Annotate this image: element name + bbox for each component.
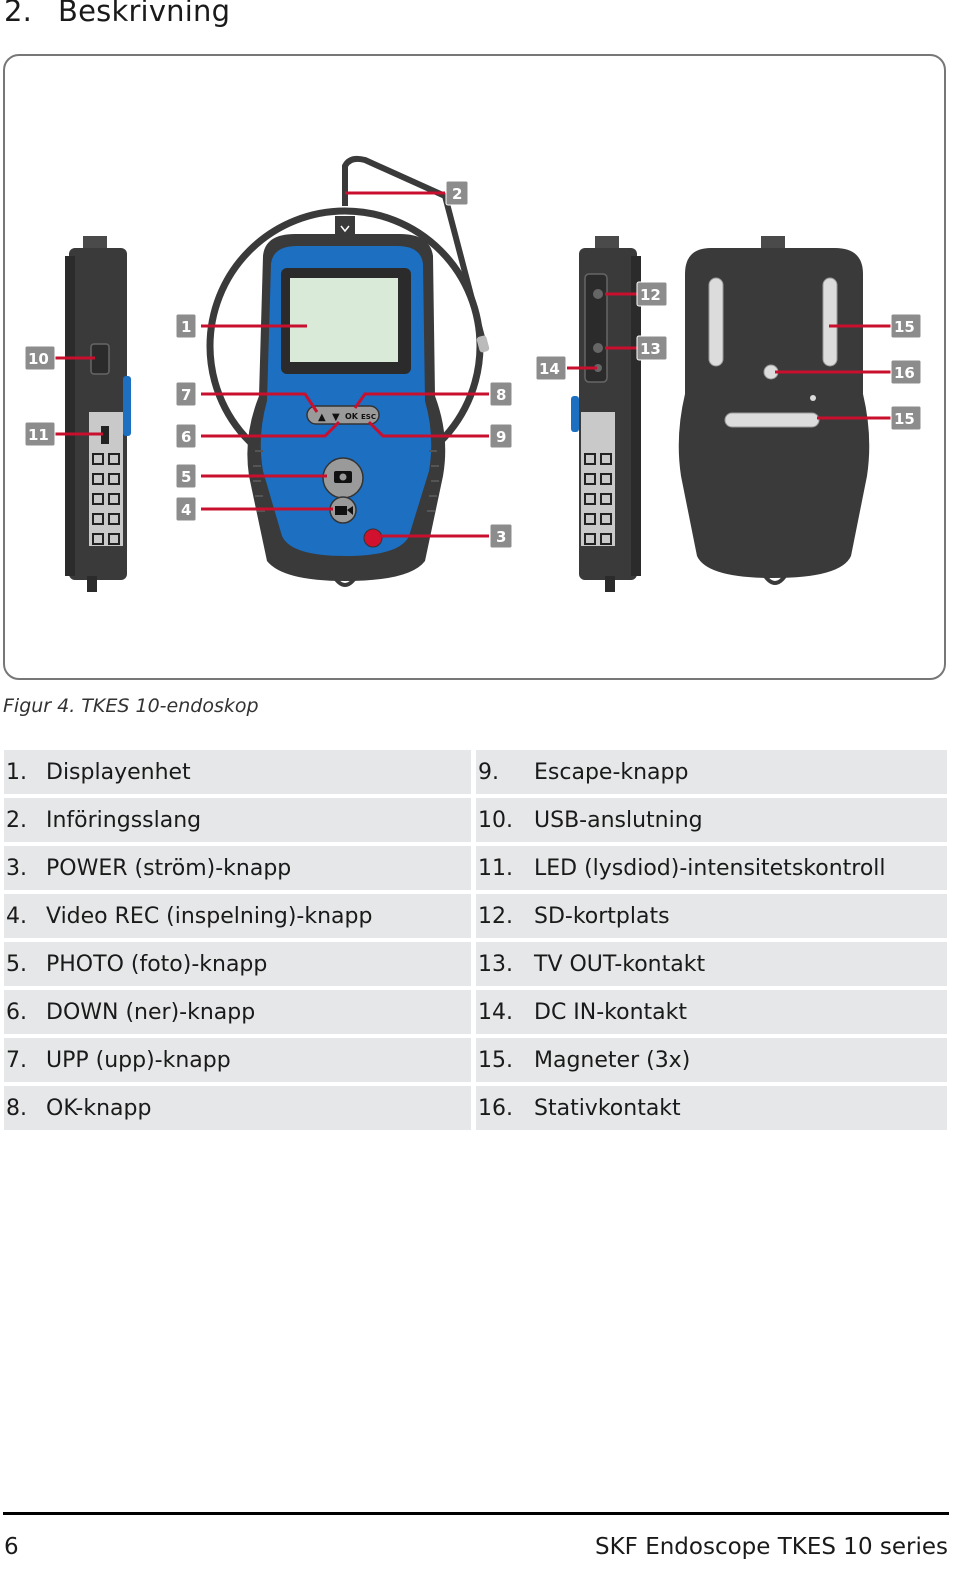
legend-text: UPP (upp)-knapp bbox=[46, 1048, 231, 1073]
legend-number: 16. bbox=[478, 1096, 513, 1121]
legend-row: 12. SD-kortplats bbox=[476, 894, 947, 938]
footer-divider bbox=[3, 1512, 949, 1515]
callout-6: 6 bbox=[181, 428, 191, 446]
figure-frame: ▲ ▼ OK ESC bbox=[3, 54, 946, 680]
callout-8: 8 bbox=[496, 386, 506, 404]
legend-text: OK-knapp bbox=[46, 1096, 152, 1121]
down-button-glyph: ▼ bbox=[332, 412, 340, 423]
legend-text: SD-kortplats bbox=[534, 904, 670, 929]
page-number: 6 bbox=[4, 1534, 19, 1560]
legend-number: 14. bbox=[478, 1000, 513, 1025]
legend-text: LED (lysdiod)-intensitetskontroll bbox=[534, 856, 886, 881]
legend-row: 8. OK-knapp bbox=[4, 1086, 471, 1130]
legend-row: 2. Införingsslang bbox=[4, 798, 471, 842]
device-right-side-view bbox=[571, 236, 641, 592]
legend-text: Video REC (inspelning)-knapp bbox=[46, 904, 373, 929]
legend-row: 3. POWER (ström)-knapp bbox=[4, 846, 471, 890]
callout-13: 13 bbox=[640, 340, 661, 358]
device-front-view: ▲ ▼ OK ESC bbox=[206, 155, 490, 587]
legend-row: 14. DC IN-kontakt bbox=[476, 990, 947, 1034]
legend-number: 12. bbox=[478, 904, 513, 929]
legend-text: Införingsslang bbox=[46, 808, 202, 833]
legend-row: 10. USB-anslutning bbox=[476, 798, 947, 842]
legend-row: 9. Escape-knapp bbox=[476, 750, 947, 794]
legend-number: 5. bbox=[6, 952, 27, 977]
section-title: Beskrivning bbox=[58, 0, 231, 28]
callout-5: 5 bbox=[181, 468, 191, 486]
callout-11: 11 bbox=[28, 426, 49, 444]
callout-1: 1 bbox=[181, 318, 191, 336]
legend-text: Displayenhet bbox=[46, 760, 191, 785]
callout-2: 2 bbox=[452, 185, 462, 203]
section-heading: 2. Beskrivning bbox=[4, 0, 230, 28]
callout-3: 3 bbox=[496, 528, 506, 546]
section-number: 2. bbox=[4, 0, 33, 28]
callout-7: 7 bbox=[181, 386, 191, 404]
legend-text: Stativkontakt bbox=[534, 1096, 681, 1121]
legend-number: 7. bbox=[6, 1048, 27, 1073]
callouts: 1 2 3 4 5 6 7 8 9 10 11 12 13 14 15 16 1… bbox=[24, 180, 922, 549]
legend-text: USB-anslutning bbox=[534, 808, 703, 833]
legend-row: 4. Video REC (inspelning)-knapp bbox=[4, 894, 471, 938]
document-title: SKF Endoscope TKES 10 series bbox=[594, 1534, 948, 1560]
callout-16: 16 bbox=[894, 364, 915, 382]
up-button-glyph: ▲ bbox=[318, 412, 326, 423]
callout-12: 12 bbox=[640, 286, 661, 304]
legend-row: 6. DOWN (ner)-knapp bbox=[4, 990, 471, 1034]
device-back-view bbox=[678, 236, 870, 585]
legend-number: 6. bbox=[6, 1000, 27, 1025]
legend-number: 1. bbox=[6, 760, 27, 785]
legend-number: 10. bbox=[478, 808, 513, 833]
legend-text: Escape-knapp bbox=[534, 760, 689, 785]
legend-text: DOWN (ner)-knapp bbox=[46, 1000, 256, 1025]
legend-number: 2. bbox=[6, 808, 27, 833]
legend-number: 3. bbox=[6, 856, 27, 881]
endoscope-illustration: ▲ ▼ OK ESC bbox=[24, 155, 922, 592]
legend-row: 7. UPP (upp)-knapp bbox=[4, 1038, 471, 1082]
device-left-side-view bbox=[65, 236, 131, 592]
legend-row: 13. TV OUT-kontakt bbox=[476, 942, 947, 986]
callout-10: 10 bbox=[28, 350, 49, 368]
callout-9: 9 bbox=[496, 428, 506, 446]
esc-button-glyph: ESC bbox=[361, 413, 376, 421]
legend-text: POWER (ström)-knapp bbox=[46, 856, 292, 881]
legend-text: DC IN-kontakt bbox=[534, 1000, 688, 1025]
legend-row: 11. LED (lysdiod)-intensitetskontroll bbox=[476, 846, 947, 890]
ok-button-glyph: OK bbox=[345, 412, 359, 421]
legend-text: TV OUT-kontakt bbox=[534, 952, 706, 977]
legend-number: 9. bbox=[478, 760, 499, 785]
legend-row: 16. Stativkontakt bbox=[476, 1086, 947, 1130]
legend-row: 5. PHOTO (foto)-knapp bbox=[4, 942, 471, 986]
legend-text: Magneter (3x) bbox=[534, 1048, 691, 1073]
legend-number: 11. bbox=[478, 856, 513, 881]
legend-row: 1. Displayenhet bbox=[4, 750, 471, 794]
legend-number: 8. bbox=[6, 1096, 27, 1121]
legend-number: 13. bbox=[478, 952, 513, 977]
figure-caption: Figur 4. TKES 10-endoskop bbox=[3, 695, 259, 717]
legend-number: 4. bbox=[6, 904, 27, 929]
legend-text: PHOTO (foto)-knapp bbox=[46, 952, 268, 977]
legend-row: 15. Magneter (3x) bbox=[476, 1038, 947, 1082]
callout-14: 14 bbox=[539, 360, 560, 378]
legend-number: 15. bbox=[478, 1048, 513, 1073]
callout-4: 4 bbox=[181, 501, 191, 519]
callout-15-top: 15 bbox=[894, 318, 915, 336]
callout-15-bottom: 15 bbox=[894, 410, 915, 428]
